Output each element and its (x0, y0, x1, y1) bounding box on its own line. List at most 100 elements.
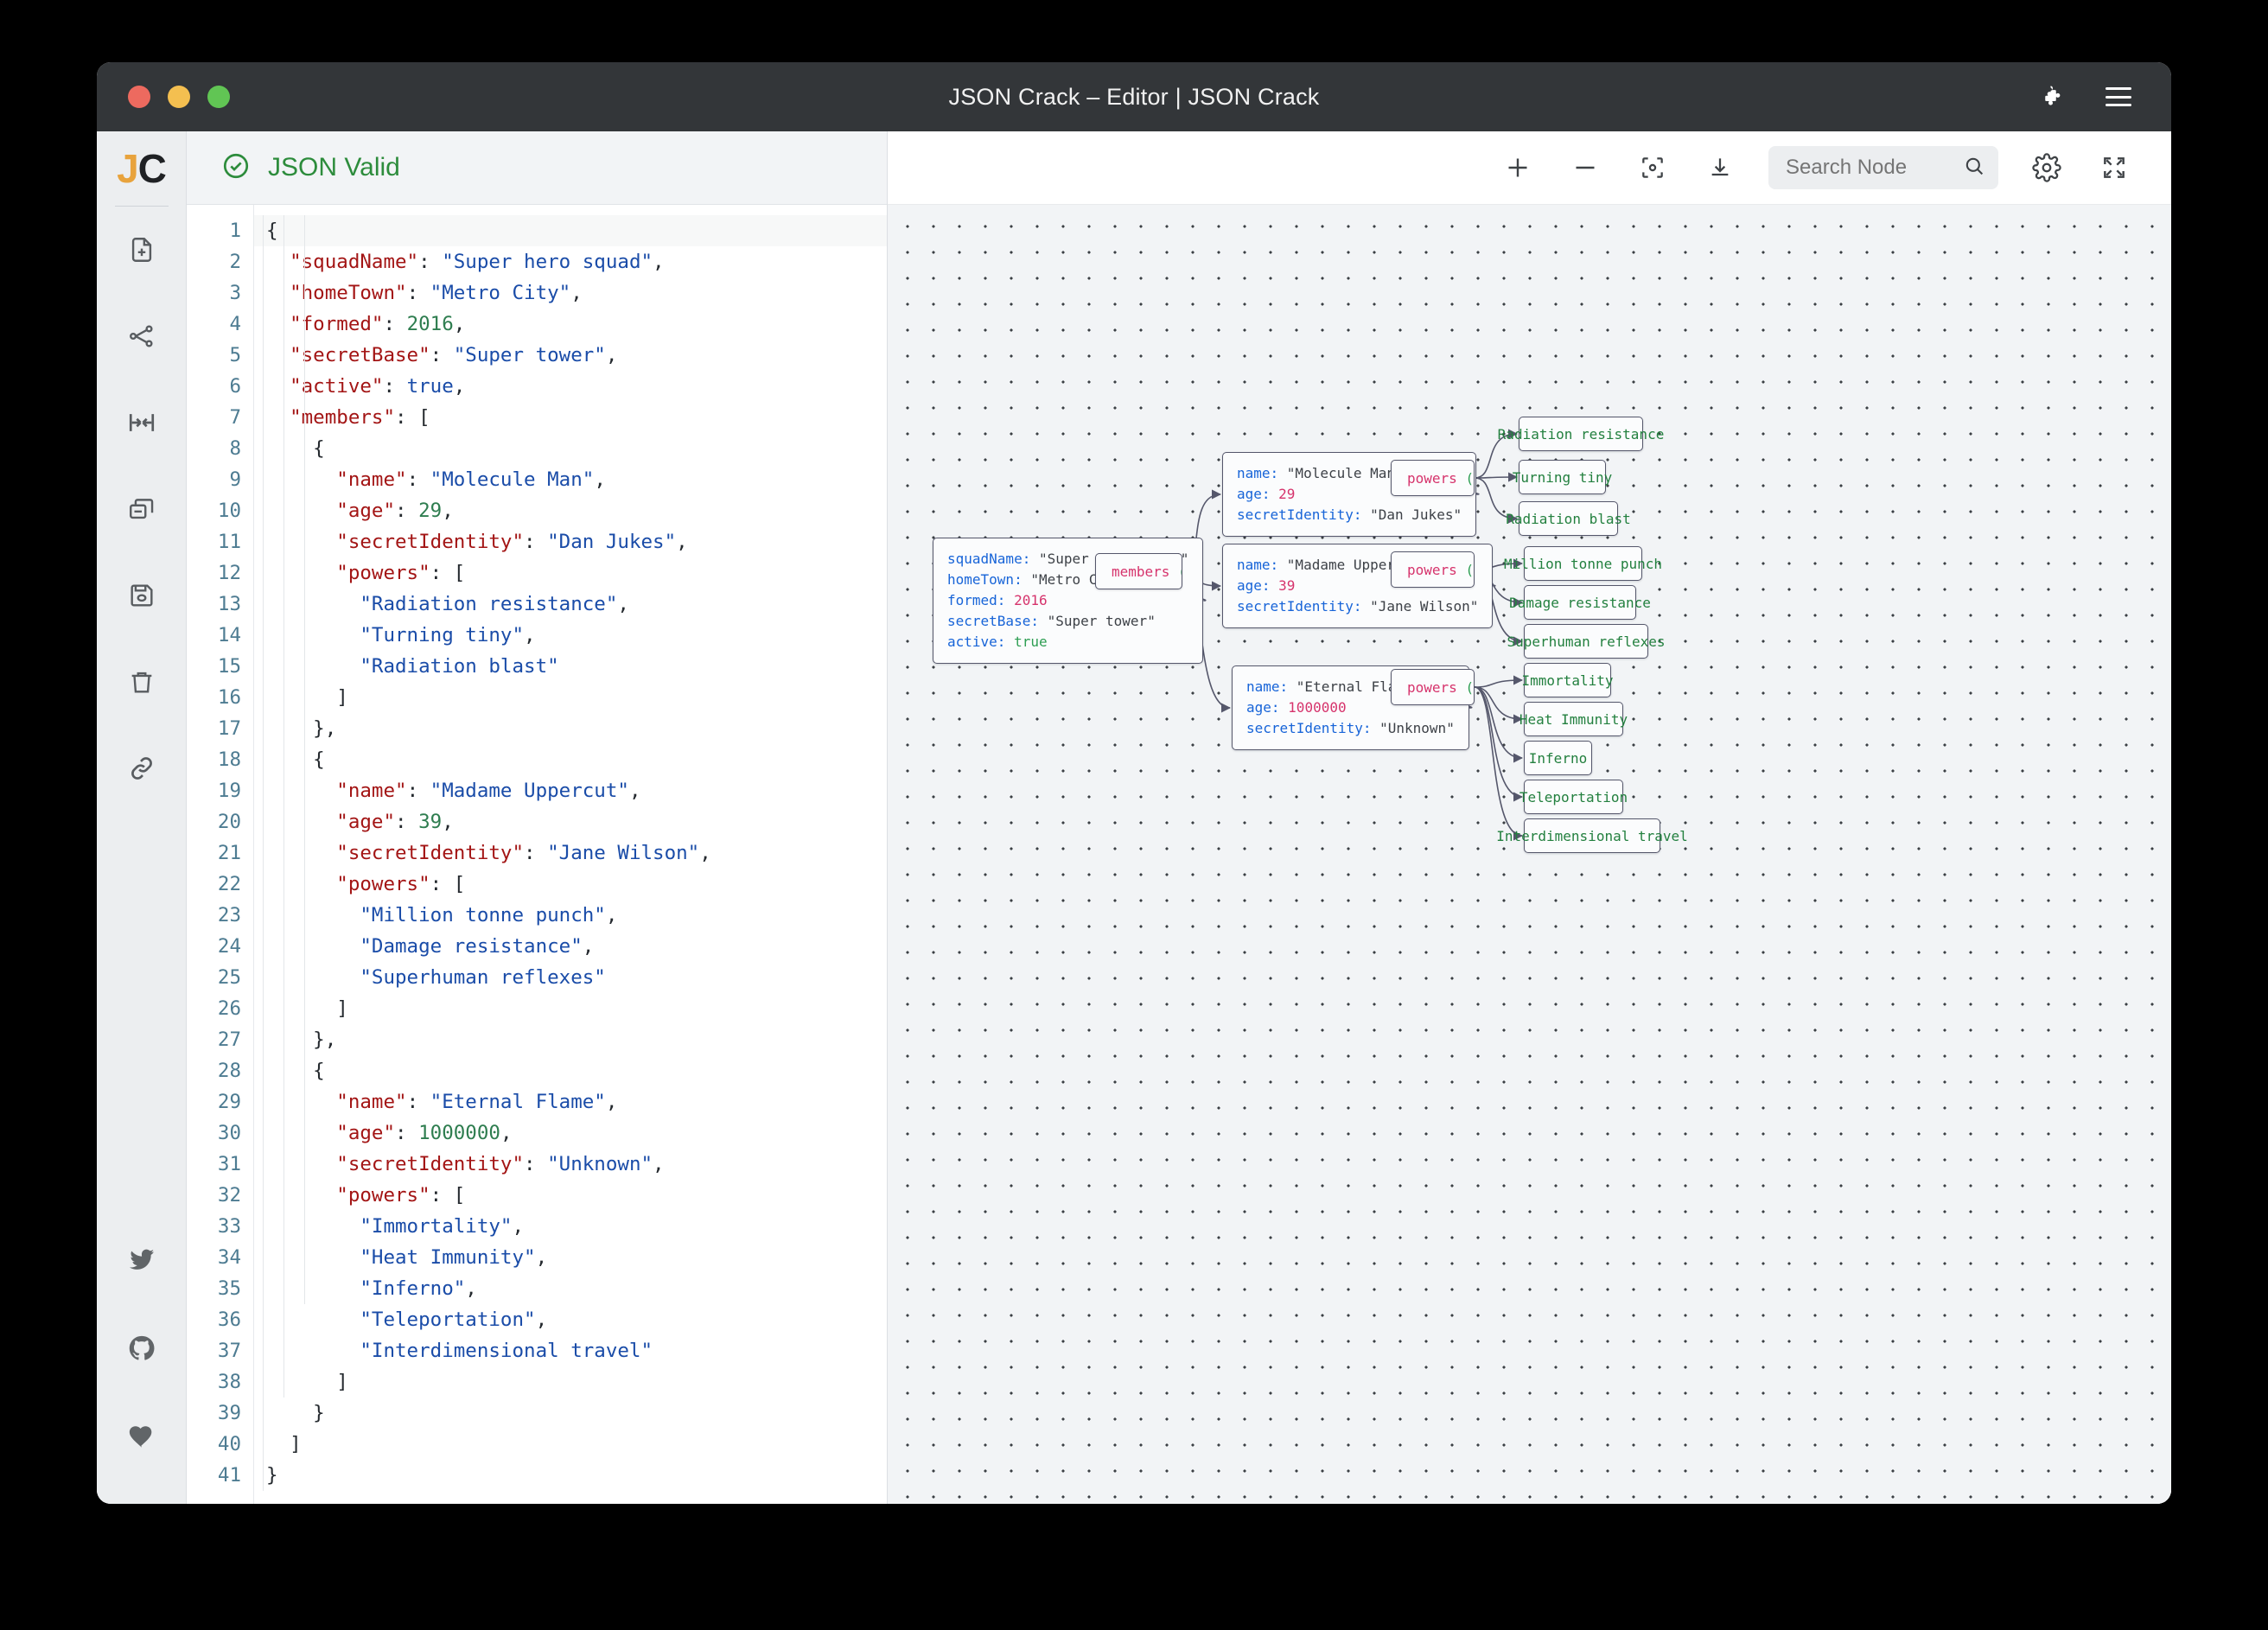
line-number: 25 (217, 966, 241, 989)
graph-leaf-node[interactable]: Million tonne punch (1504, 546, 1662, 581)
delete-trash-icon[interactable] (97, 639, 186, 725)
code-line: "secretIdentity": "Dan Jukes", (336, 531, 688, 553)
line-number: 27 (217, 1028, 241, 1051)
zoom-out-icon[interactable] (1566, 149, 1604, 187)
graph-leaf-node[interactable]: Interdimensional travel (1496, 818, 1688, 853)
collapse-horizontal-icon[interactable] (97, 379, 186, 466)
line-number: 33 (217, 1215, 241, 1238)
line-number: 21 (217, 842, 241, 864)
graph-leaf-node[interactable]: Turning tiny (1513, 460, 1612, 494)
code-line: "secretBase": "Super tower", (290, 344, 618, 366)
graph-array-node[interactable]: powers (3) (1391, 460, 1475, 496)
graph-edge (1474, 686, 1524, 763)
code-line: "formed": 2016, (290, 313, 466, 335)
indent-guide (304, 215, 305, 1304)
indent-guide (263, 215, 264, 1491)
line-number: 37 (217, 1340, 241, 1362)
sidebar-social-links (97, 1214, 186, 1504)
window-title-bar: JSON Crack – Editor | JSON Crack (97, 62, 2171, 131)
share-graph-icon[interactable] (97, 293, 186, 379)
graph-leaf-node[interactable]: Radiation resistance (1498, 417, 1664, 451)
code-line: "Immortality", (360, 1215, 525, 1238)
hamburger-menu-icon[interactable] (2104, 82, 2133, 111)
code-line: ] (266, 1433, 302, 1455)
line-number: 19 (217, 780, 241, 802)
code-content[interactable]: { "squadName": "Super hero squad", "home… (254, 205, 887, 1504)
json-status-label: JSON Valid (268, 153, 400, 181)
graph-node-row: age: 1000000 (1246, 699, 1347, 716)
close-window-button[interactable] (128, 86, 150, 108)
code-line: { (266, 748, 325, 771)
graph-node-row: secretBase: "Super tower" (947, 613, 1156, 629)
code-line: "age": 39, (336, 811, 454, 833)
maximize-window-button[interactable] (207, 86, 230, 108)
line-number: 39 (217, 1402, 241, 1424)
window-title: JSON Crack – Editor | JSON Crack (948, 83, 1320, 110)
puzzle-extension-icon[interactable] (2038, 82, 2067, 111)
twitter-icon[interactable] (97, 1214, 186, 1303)
graph-edge (1474, 472, 1519, 482)
graph-leaf-node[interactable]: Inferno (1524, 741, 1592, 775)
fullscreen-icon[interactable] (2095, 149, 2133, 187)
graph-leaf-node[interactable]: Damage resistance (1509, 585, 1651, 620)
search-input[interactable] (1784, 155, 1955, 181)
save-file-icon[interactable] (97, 552, 186, 639)
graph-edges (1084, 429, 1524, 841)
code-line: ] (266, 1371, 348, 1393)
clone-copy-icon[interactable] (97, 466, 186, 552)
graph-node-row: formed: 2016 (947, 592, 1048, 608)
line-number: 3 (229, 282, 241, 304)
graph-array-label: powers (3) (1407, 469, 1475, 487)
github-icon[interactable] (97, 1303, 186, 1392)
code-line: "Superhuman reflexes" (360, 966, 606, 989)
graph-leaf-node[interactable]: Radiation blast (1506, 501, 1631, 536)
traffic-light-controls (128, 86, 230, 108)
graph-edge (1474, 429, 1519, 479)
graph-leaf-node[interactable]: Immortality (1522, 663, 1613, 697)
graph-canvas[interactable]: squadName: "Super hero squad"homeTown: "… (888, 205, 2171, 1504)
line-number: 14 (217, 624, 241, 646)
gear-icon[interactable] (2028, 149, 2066, 187)
line-number: 24 (217, 935, 241, 958)
code-line: }, (266, 1028, 337, 1051)
center-view-icon[interactable] (1634, 149, 1672, 187)
heart-icon[interactable] (97, 1392, 186, 1481)
code-line: "Damage resistance", (360, 935, 595, 958)
line-number: 18 (217, 748, 241, 771)
download-icon[interactable] (1701, 149, 1739, 187)
zoom-in-icon[interactable] (1499, 149, 1537, 187)
graph-leaf-node[interactable]: Heat Immunity (1519, 702, 1628, 736)
search-node-box[interactable] (1768, 146, 1998, 189)
graph-array-node[interactable]: members (3) (1095, 553, 1182, 589)
search-icon[interactable] (1962, 154, 1986, 182)
link-chain-icon[interactable] (97, 725, 186, 812)
code-line: "age": 1000000, (336, 1122, 513, 1144)
line-number: 12 (217, 562, 241, 584)
graph-edge (1474, 686, 1524, 802)
line-number: 22 (217, 873, 241, 895)
json-status-bar: JSON Valid (187, 131, 887, 205)
graph-edge (1474, 686, 1524, 724)
graph-array-node[interactable]: powers (3) (1391, 551, 1475, 588)
new-document-icon[interactable] (97, 207, 186, 293)
line-number: 9 (229, 468, 241, 491)
line-number: 34 (217, 1246, 241, 1269)
line-number: 2 (229, 251, 241, 273)
minimize-window-button[interactable] (168, 86, 190, 108)
code-line: }, (266, 717, 337, 740)
code-line: "members": [ (290, 406, 430, 429)
graph-leaf-node[interactable]: Superhuman reflexes (1507, 624, 1666, 659)
graph-array-node[interactable]: powers (5) (1391, 669, 1475, 705)
line-number: 11 (217, 531, 241, 553)
graph-leaf-node[interactable]: Teleportation (1519, 780, 1628, 814)
line-number: 23 (217, 904, 241, 926)
graph-pane: squadName: "Super hero squad"homeTown: "… (888, 131, 2171, 1504)
graph-node-row: secretIdentity: "Dan Jukes" (1237, 506, 1462, 523)
line-number: 10 (217, 500, 241, 522)
graph-node-row: secretIdentity: "Unknown" (1246, 720, 1455, 736)
code-line: ] (266, 997, 348, 1020)
